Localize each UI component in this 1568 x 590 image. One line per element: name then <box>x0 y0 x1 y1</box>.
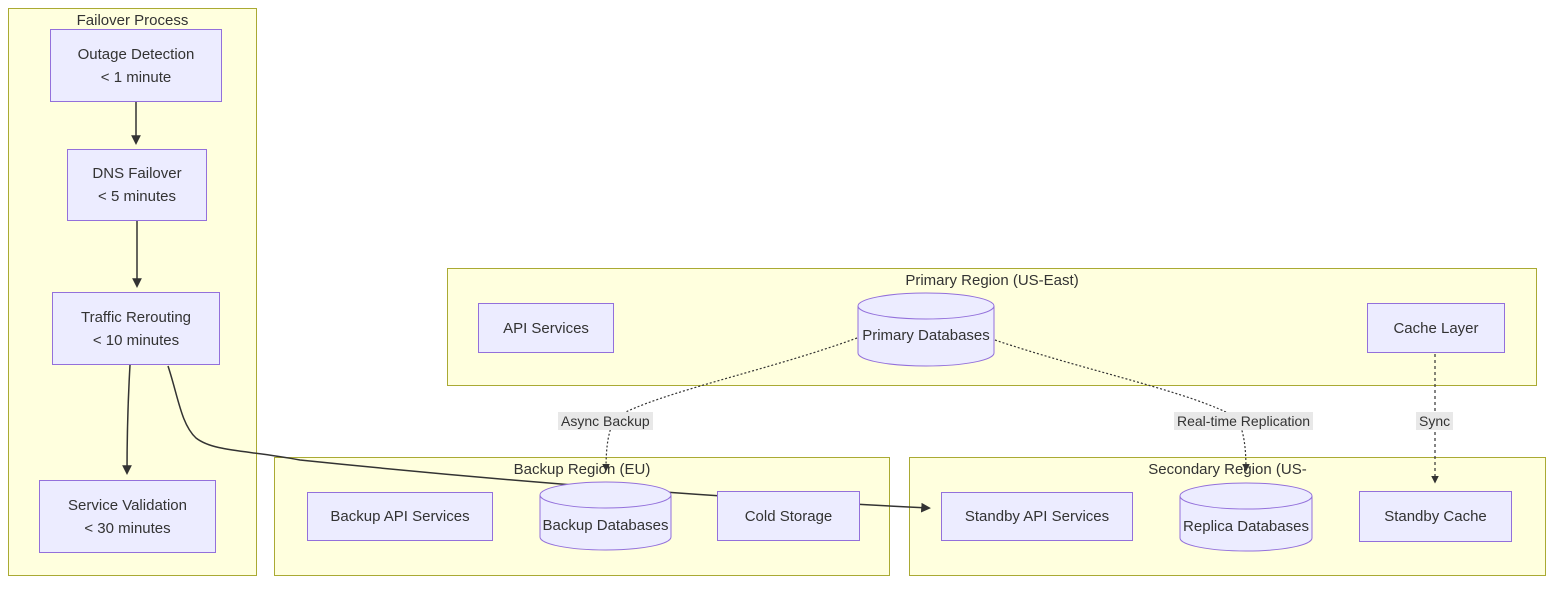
cluster-backup-title: Backup Region (EU) <box>513 461 651 478</box>
node-label: Replica Databases <box>1183 518 1309 535</box>
database-cylinder-icon <box>539 481 672 551</box>
node-label: < 10 minutes <box>92 331 180 349</box>
node-label: Standby Cache <box>1384 508 1487 525</box>
node-label: Backup Databases <box>542 517 669 534</box>
node-api-services: API Services <box>478 303 614 353</box>
database-cylinder-icon <box>1179 482 1313 552</box>
node-label: DNS Failover <box>92 165 182 182</box>
cluster-primary-region: Primary Region (US-East) <box>447 268 1537 386</box>
node-label: < 5 minutes <box>98 188 176 205</box>
node-primary-databases: Primary Databases <box>857 292 995 367</box>
node-label: Outage Detection <box>77 45 195 63</box>
edge-label-sync: Sync <box>1416 412 1454 430</box>
node-replica-databases: Replica Databases <box>1179 482 1313 552</box>
node-label: < 1 minute <box>100 68 172 86</box>
node-label: Cold Storage <box>744 507 833 525</box>
node-outage-detection: Outage Detection < 1 minute <box>50 29 222 102</box>
database-cylinder-icon <box>857 292 995 367</box>
node-standby-api-services: Standby API Services <box>941 492 1133 541</box>
node-cache-layer: Cache Layer <box>1367 303 1505 353</box>
node-dns-failover: DNS Failover < 5 minutes <box>67 149 207 221</box>
node-backup-databases: Backup Databases <box>539 481 672 551</box>
node-backup-api-services: Backup API Services <box>307 492 493 541</box>
node-label: API Services <box>503 319 589 337</box>
edge-label-async-backup: Async Backup <box>558 412 653 430</box>
node-label: Standby API Services <box>964 508 1110 525</box>
node-traffic-rerouting: Traffic Rerouting < 10 minutes <box>52 292 220 365</box>
node-standby-cache: Standby Cache <box>1359 491 1512 542</box>
node-label: Traffic Rerouting <box>80 308 192 326</box>
node-cold-storage: Cold Storage <box>717 491 860 541</box>
edge-traffic-to-service <box>122 364 132 475</box>
node-service-validation: Service Validation < 30 minutes <box>39 480 216 553</box>
edge-label-realtime-replication: Real-time Replication <box>1174 412 1314 430</box>
node-label: Cache Layer <box>1393 319 1479 337</box>
edge-primarydb-to-replicadb <box>994 339 1250 472</box>
node-label: Backup API Services <box>330 508 470 525</box>
edge-primarydb-to-backupdb <box>602 337 858 472</box>
cluster-failover-title: Failover Process <box>76 12 189 29</box>
node-label: Service Validation <box>68 496 187 514</box>
cluster-primary-title: Primary Region (US-East) <box>905 272 1079 289</box>
node-label: < 30 minutes <box>84 519 171 537</box>
cluster-secondary-title: Secondary Region (US- <box>1148 461 1307 478</box>
node-label: Primary Databases <box>862 327 990 344</box>
